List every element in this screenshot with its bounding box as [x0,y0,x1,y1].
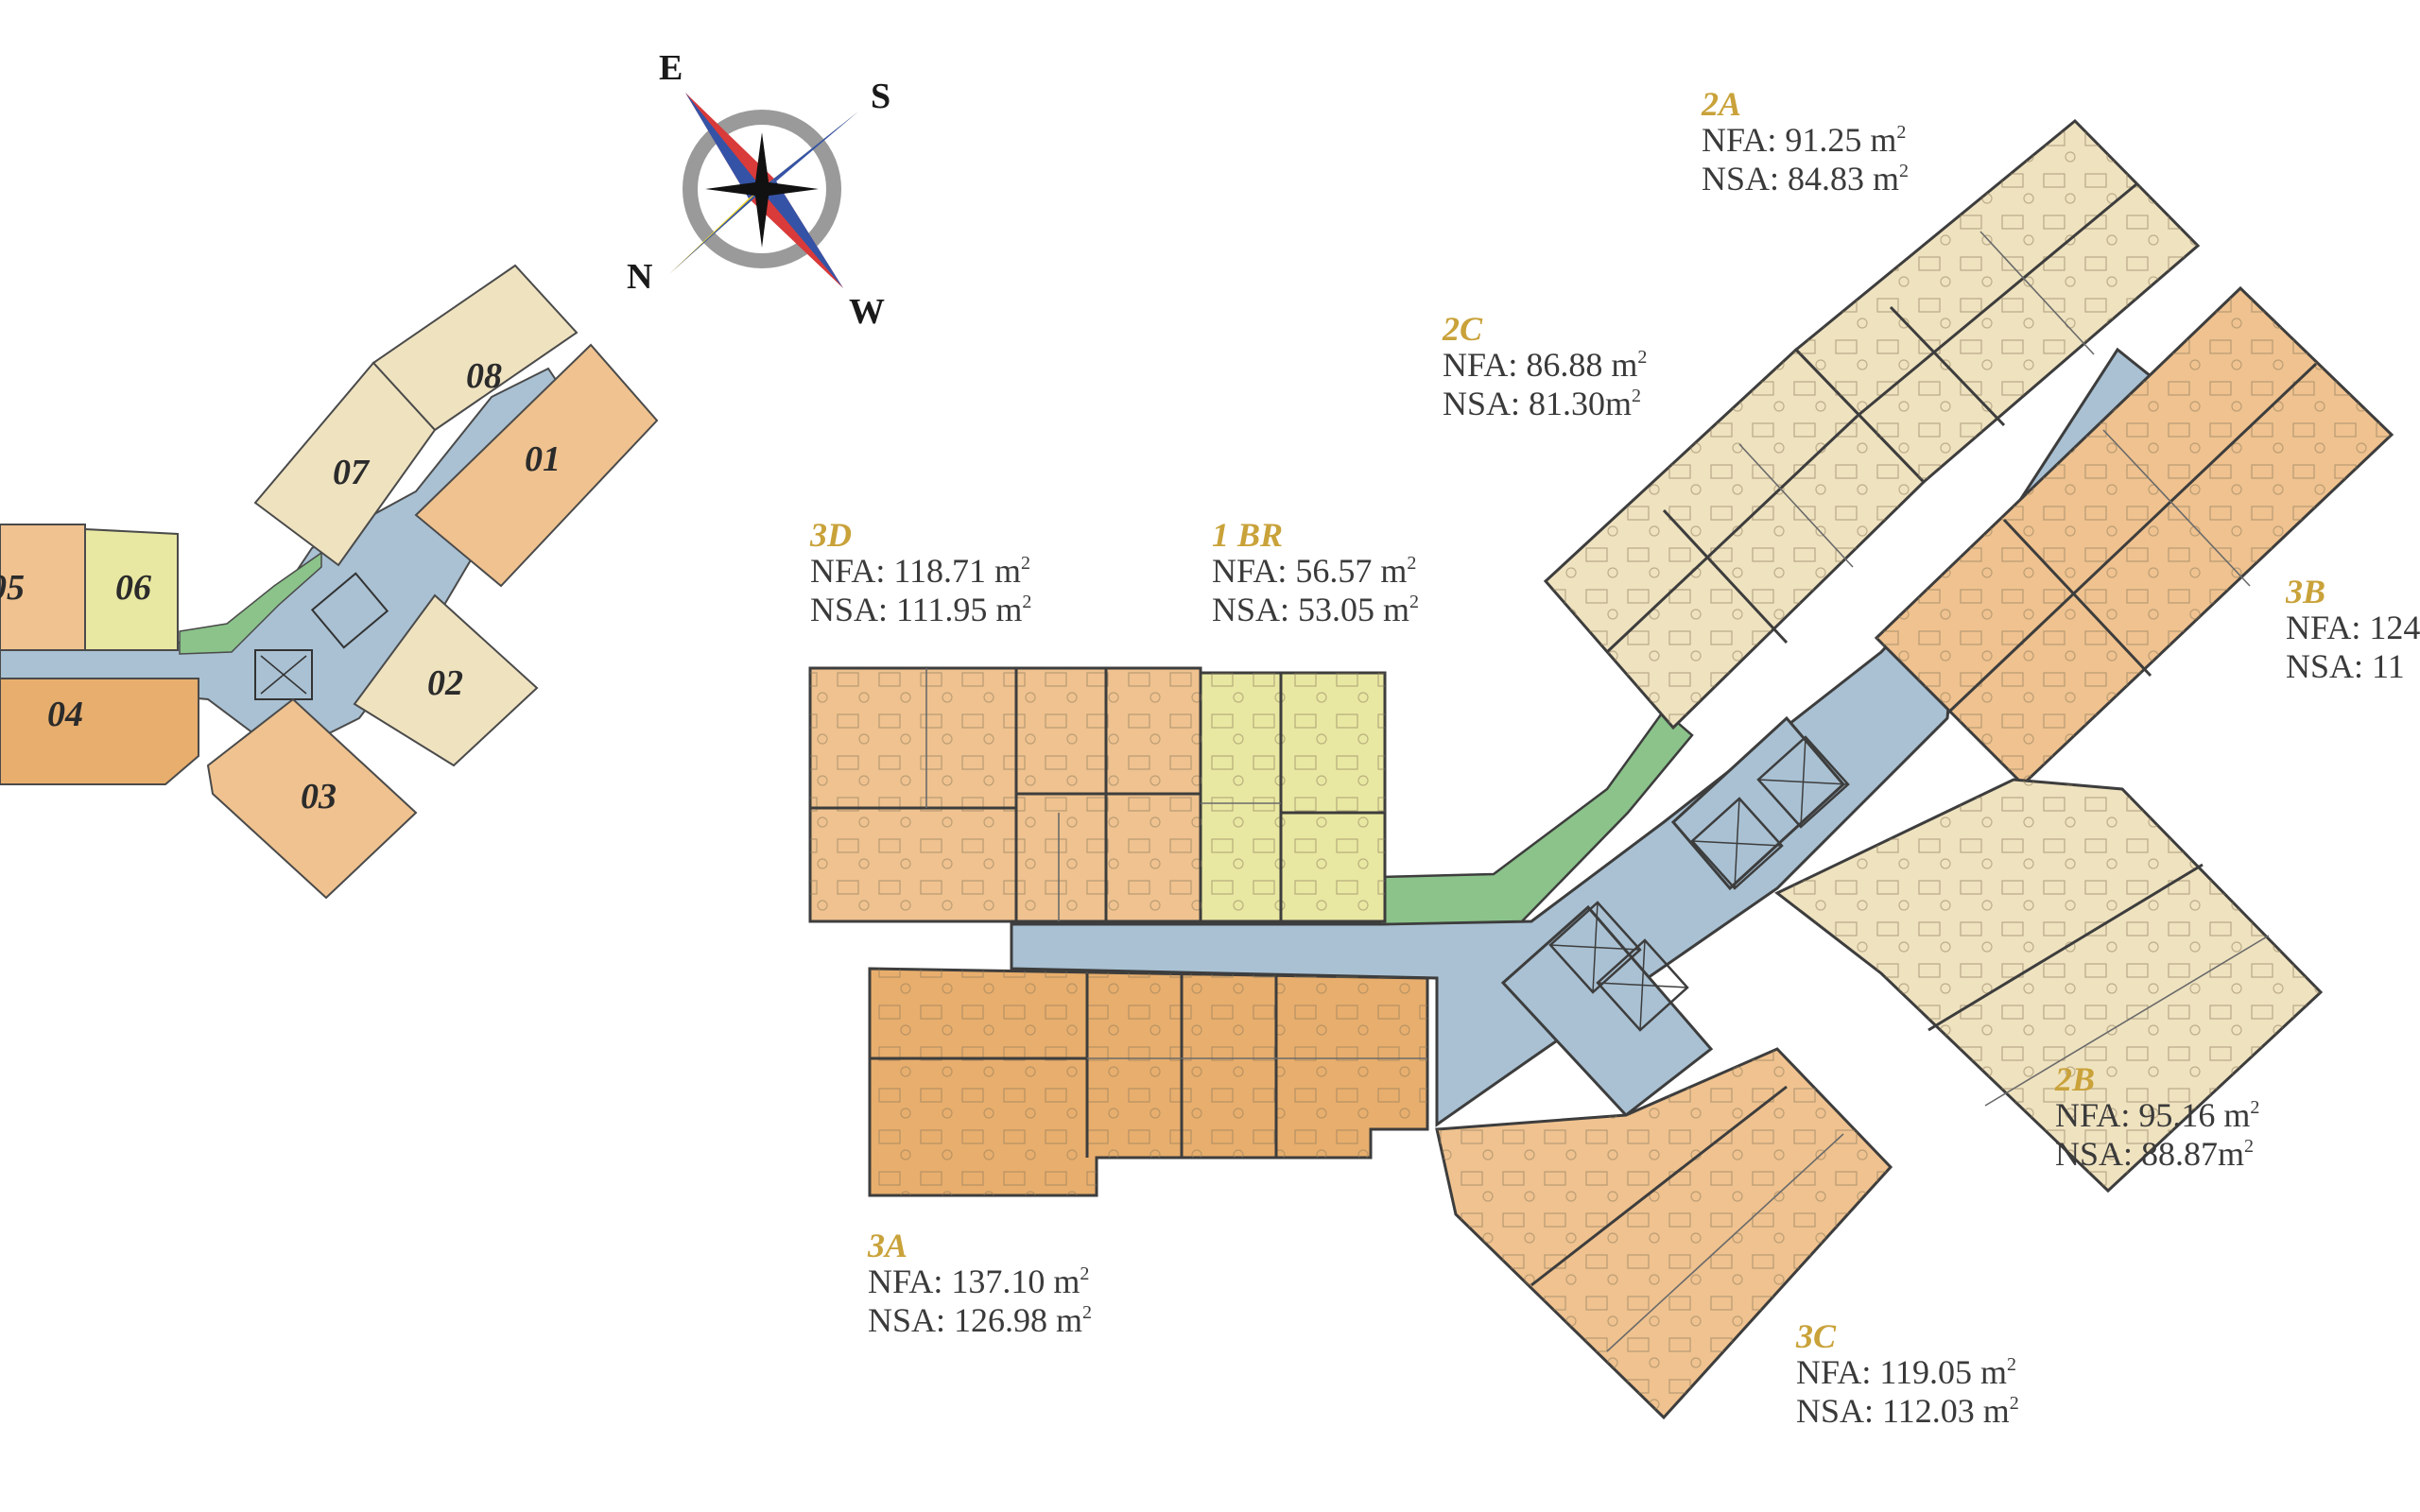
unit-2a-nfa: NFA: 91.25 m2 [1702,121,1907,159]
unit-3a-label: 3A NFA: 137.10 m2 NSA: 126.98 m2 [868,1228,1092,1340]
garden [1378,709,1694,926]
unit-3a-code: 3A [868,1227,908,1264]
key-plan-garden [179,551,322,655]
unit-1br-plan [1199,671,1387,923]
key-unit-02 [353,593,539,767]
compass-north-label: N [627,257,652,297]
unit-2b-label: 2B NFA: 95.16 m2 NSA: 88.87m2 [2055,1062,2259,1174]
key-unit-04-label: 04 [47,695,83,734]
unit-3c-nfa: NFA: 119.05 m2 [1796,1353,2017,1391]
unit-2a-plan [1793,118,2201,485]
unit-2b-nsa: NSA: 88.87m2 [2055,1135,2255,1173]
key-unit-04 [0,678,199,785]
unit-2b-nfa: NFA: 95.16 m2 [2055,1096,2260,1134]
compass-icon: E S N W [627,48,890,332]
unit-3c-plan [1435,1047,1893,1420]
unit-2a-code: 2A [1702,85,1742,123]
key-unit-05-label: 05 [0,568,25,608]
main-floor-plan [808,118,2394,1420]
unit-3b-nfa: NFA: 124 [2286,609,2420,646]
unit-2a-label: 2A NFA: 91.25 m2 NSA: 84.83 m2 [1702,87,1909,198]
key-plan: 08 07 01 02 03 04 05 06 [0,264,659,900]
unit-3b-label: 3B NFA: 124 NSA: 11 [2286,575,2420,686]
unit-3d-code: 3D [810,516,852,554]
key-unit-01 [414,343,659,588]
key-unit-03 [206,697,418,900]
key-unit-08-label: 08 [466,356,502,396]
key-unit-01-label: 01 [525,439,561,479]
unit-3c-code: 3C [1796,1317,1837,1355]
unit-3b-code: 3B [2286,575,2326,610]
compass-south-label: S [871,77,890,116]
unit-3a-plan [868,967,1429,1197]
lift-core [1500,715,1850,1118]
unit-1br-nsa: NSA: 53.05 m2 [1212,591,1420,628]
unit-3b-nsa: NSA: 11 [2286,647,2405,685]
unit-3d-label: 3D NFA: 118.71 m2 NSA: 111.95 m2 [810,518,1031,629]
unit-3b-plan [1874,285,2394,787]
unit-1br-label: 1 BR NFA: 56.57 m2 NSA: 53.05 m2 [1212,518,1419,629]
unit-3d-plan [808,666,1202,923]
key-unit-07 [253,361,437,567]
key-unit-02-label: 02 [427,663,463,703]
unit-3c-label: 3C NFA: 119.05 m2 NSA: 112.03 m2 [1796,1319,2019,1431]
unit-2a-nsa: NSA: 84.83 m2 [1702,160,1910,198]
unit-2c-nsa: NSA: 81.30m2 [1443,385,1642,422]
unit-3c-nsa: NSA: 112.03 m2 [1796,1392,2019,1430]
unit-3a-nfa: NFA: 137.10 m2 [868,1263,1090,1300]
compass-west-label: W [849,292,885,332]
key-unit-06-label: 06 [115,568,151,608]
unit-2c-code: 2C [1443,310,1483,348]
unit-2c-nfa: NFA: 86.88 m2 [1443,346,1648,384]
unit-2b-code: 2B [2055,1060,2096,1098]
key-unit-06 [84,527,179,651]
unit-1br-nfa: NFA: 56.57 m2 [1212,552,1417,590]
key-plan-core [254,649,313,700]
unit-2b-plan [1774,778,2324,1194]
unit-1br-code: 1 BR [1212,516,1284,554]
unit-3a-nsa: NSA: 126.98 m2 [868,1301,1093,1339]
compass-east-label: E [659,48,683,88]
unit-3d-nsa: NSA: 111.95 m2 [810,591,1032,628]
unit-2c-label: 2C NFA: 86.88 m2 NSA: 81.30m2 [1443,312,1647,423]
key-unit-07-label: 07 [333,453,371,492]
unit-3d-nfa: NFA: 118.71 m2 [810,552,1031,590]
key-unit-03-label: 03 [301,777,337,816]
